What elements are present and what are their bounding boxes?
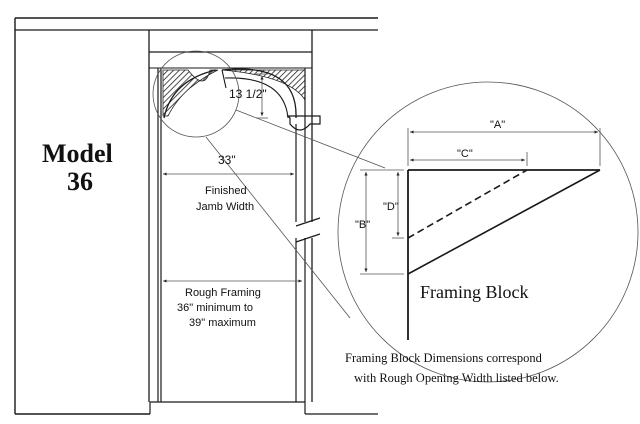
framing-block-detail: "A" "C" "B" "D" Framing Block xyxy=(355,119,601,340)
dimension-c-label: "C" xyxy=(457,148,473,160)
dimension-b-label: "B" xyxy=(355,219,370,231)
rough-framing-label-1: Rough Framing xyxy=(185,287,261,299)
caption-line-2: with Rough Opening Width listed below. xyxy=(354,371,559,385)
arch-height-label: 13 1/2" xyxy=(229,87,267,101)
finished-width-label-1: Finished xyxy=(205,185,247,197)
model-label: Model xyxy=(42,139,113,168)
rough-framing-label-2: 36" minimum to xyxy=(177,302,253,314)
rough-framing-dimension: Rough Framing 36" minimum to 39" maximum xyxy=(163,279,302,329)
caption-line-1: Framing Block Dimensions correspond xyxy=(345,351,543,365)
finished-width-label-2: Jamb Width xyxy=(196,201,254,213)
dimension-d-label: "D" xyxy=(383,201,399,213)
caption: Framing Block Dimensions correspond with… xyxy=(345,351,559,385)
finished-width-value: 33" xyxy=(218,153,236,167)
arch-height-dimension: 13 1/2" xyxy=(229,73,268,119)
framing-block-title: Framing Block xyxy=(420,282,529,302)
arch-casing xyxy=(162,68,321,402)
rough-framing-label-3: 39" maximum xyxy=(189,317,256,329)
wall-framing xyxy=(14,17,378,415)
dimension-a-label: "A" xyxy=(490,119,505,131)
detail-magnifier xyxy=(152,50,639,383)
model-title: Model 36 xyxy=(42,139,113,196)
finished-width-dimension: 33" Finished Jamb Width xyxy=(163,153,294,213)
model-number: 36 xyxy=(67,167,93,196)
